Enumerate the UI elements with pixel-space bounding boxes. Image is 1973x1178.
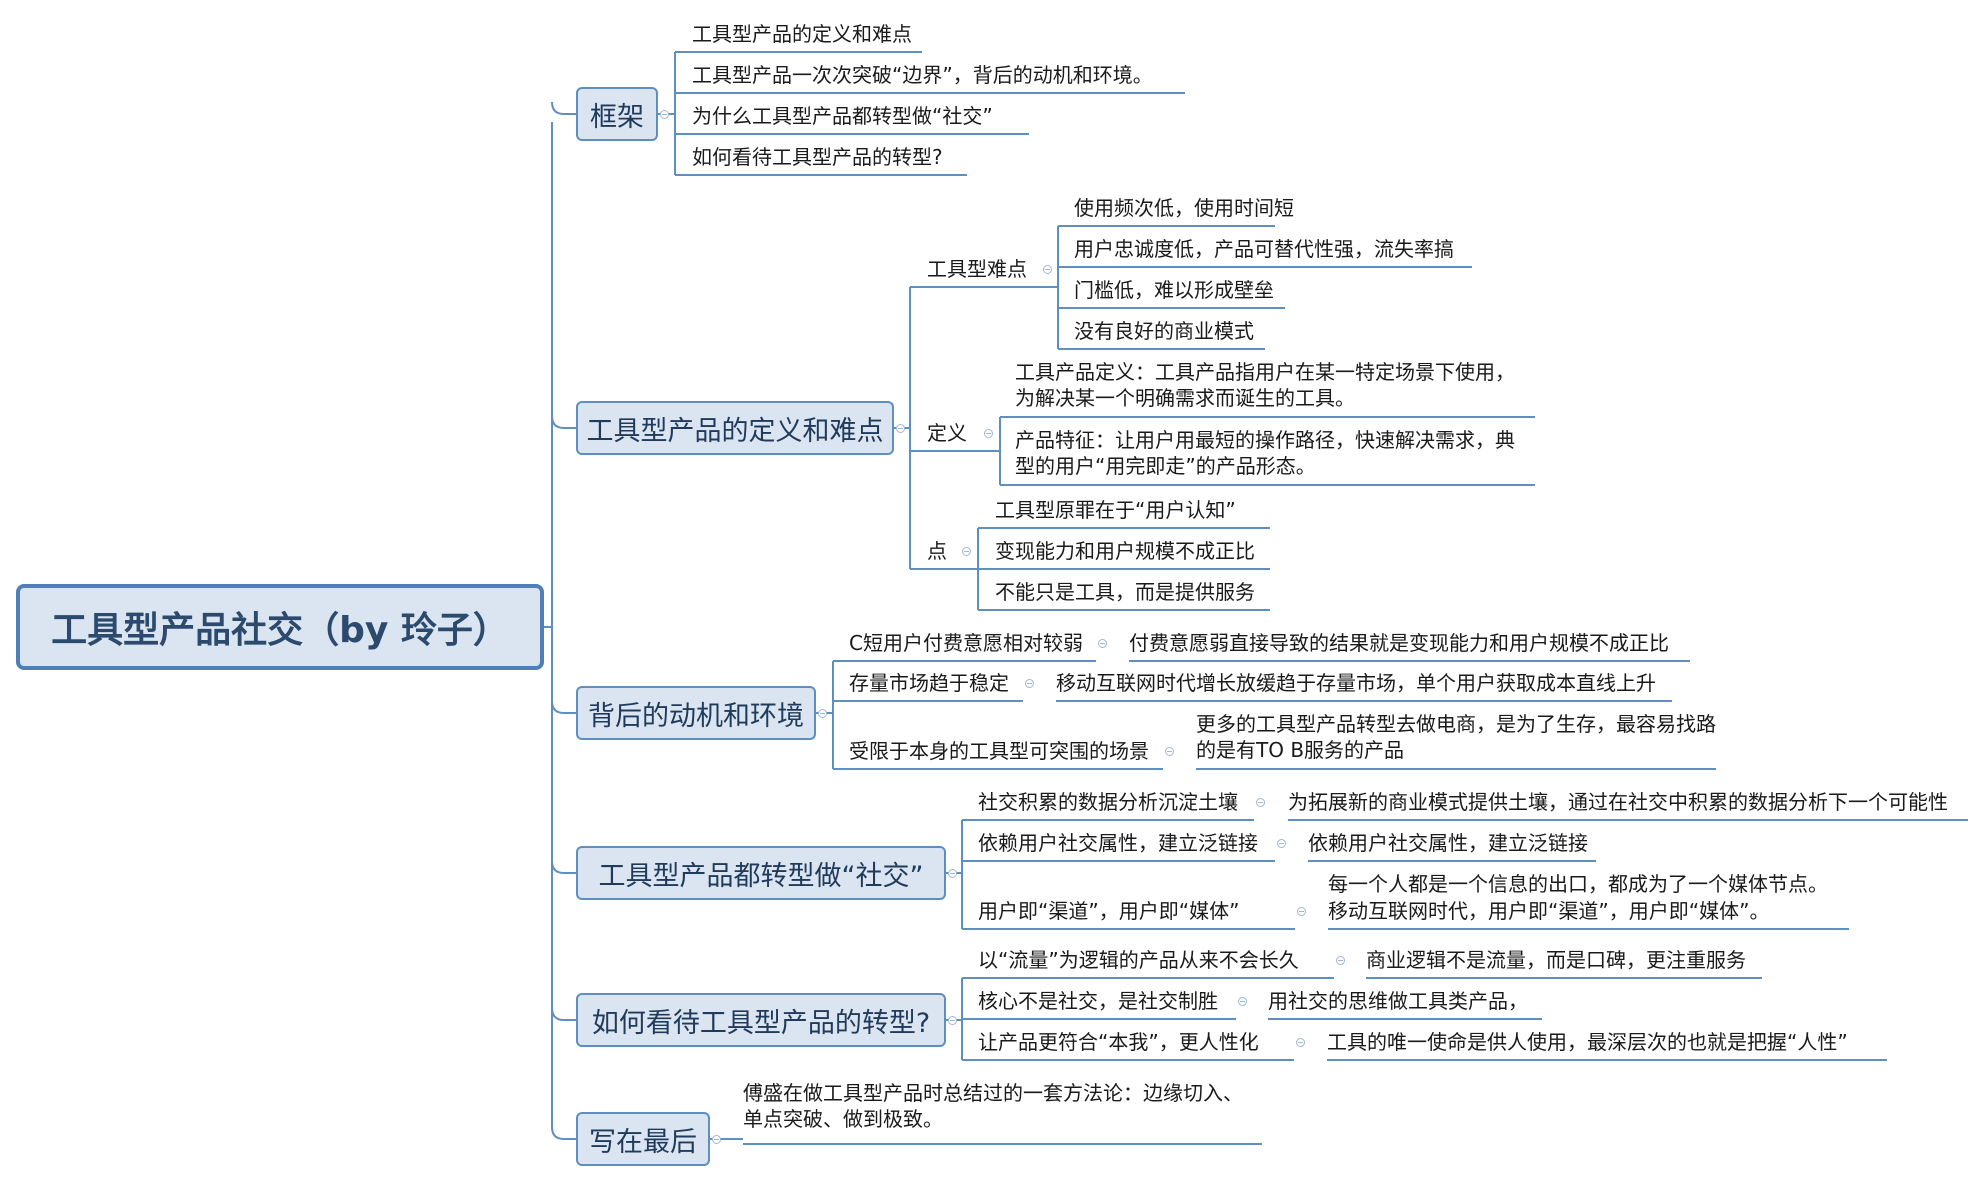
points-item-3[interactable]: 不能只是工具，而是提供服务: [995, 580, 1255, 604]
topic-link: [551, 860, 576, 874]
social-right-2[interactable]: 依赖用户社交属性，建立泛链接: [1308, 831, 1588, 855]
topic-motive[interactable]: 背后的动机和环境: [576, 686, 816, 740]
view-right-2[interactable]: 用社交的思维做工具类产品，: [1268, 989, 1528, 1013]
last-text[interactable]: 傅盛在做工具型产品时总结过的一套方法论：边缘切入、单点突破、做到极致。: [743, 1081, 1243, 1131]
social-right-1[interactable]: 为拓展新的商业模式提供土壤，通过在社交中积累的数据分析下一个可能性: [1288, 790, 1948, 814]
collapse-icon[interactable]: [984, 429, 993, 438]
collapse-icon[interactable]: [1043, 265, 1052, 274]
define-item-1[interactable]: 工具产品定义：工具产品指用户在某一特定场景下使用，为解决某一个明确需求而诞生的工…: [1015, 360, 1515, 410]
framework-item-1[interactable]: 工具型产品的定义和难点: [692, 22, 912, 46]
motive-left-2[interactable]: 存量市场趋于稳定: [849, 671, 1009, 695]
define-item-2[interactable]: 产品特征：让用户用最短的操作路径，快速解决需求，典型的用户“用完即走”的产品形态…: [1015, 428, 1515, 478]
framework-item-4[interactable]: 如何看待工具型产品的转型?: [692, 145, 943, 169]
motive-left-1[interactable]: C短用户付费意愿相对较弱: [849, 631, 1083, 655]
topic-last[interactable]: 写在最后: [576, 1112, 710, 1166]
collapse-icon[interactable]: [948, 1016, 957, 1025]
difficulty-item-3[interactable]: 门槛低，难以形成壁垒: [1074, 278, 1274, 302]
social-right-3a[interactable]: 每一个人都是一个信息的出口，都成为了一个媒体节点。: [1328, 872, 1828, 896]
view-right-1[interactable]: 商业逻辑不是流量，而是口碑，更注重服务: [1366, 948, 1746, 972]
social-left-3[interactable]: 用户即“渠道”，用户即“媒体”: [978, 899, 1240, 923]
collapse-icon[interactable]: [1296, 1038, 1305, 1047]
collapse-icon[interactable]: [896, 424, 905, 433]
collapse-icon[interactable]: [962, 547, 971, 556]
root-topic[interactable]: 工具型产品社交（by 玲子）: [16, 584, 544, 670]
difficulty-item-2[interactable]: 用户忠诚度低，产品可替代性强，流失率搞: [1074, 237, 1454, 261]
difficulty-item-1[interactable]: 使用频次低，使用时间短: [1074, 196, 1294, 220]
view-left-2[interactable]: 核心不是社交，是社交制胜: [978, 989, 1218, 1013]
view-left-3[interactable]: 让产品更符合“本我”，更人性化: [978, 1030, 1259, 1054]
collapse-icon[interactable]: [1025, 679, 1034, 688]
collapse-icon[interactable]: [1238, 997, 1247, 1006]
framework-item-3[interactable]: 为什么工具型产品都转型做“社交”: [692, 104, 993, 128]
topic-framework[interactable]: 框架: [576, 87, 658, 141]
topic-social[interactable]: 工具型产品都转型做“社交”: [576, 846, 946, 900]
points-label[interactable]: 点: [927, 539, 947, 563]
motive-right-1[interactable]: 付费意愿弱直接导致的结果就是变现能力和用户规模不成正比: [1129, 631, 1669, 655]
collapse-icon[interactable]: [1165, 747, 1174, 756]
topic-link: [551, 1007, 576, 1021]
topic-link: [551, 101, 576, 115]
social-left-1[interactable]: 社交积累的数据分析沉淀土壤: [978, 790, 1238, 814]
motive-right-2[interactable]: 移动互联网时代增长放缓趋于存量市场，单个用户获取成本直线上升: [1056, 671, 1656, 695]
topic-definition[interactable]: 工具型产品的定义和难点: [576, 401, 894, 455]
define-label[interactable]: 定义: [927, 421, 967, 445]
difficulty-item-4[interactable]: 没有良好的商业模式: [1074, 319, 1254, 343]
view-right-3[interactable]: 工具的唯一使命是供人使用，最深层次的也就是把握“人性”: [1327, 1030, 1848, 1054]
points-item-2[interactable]: 变现能力和用户规模不成正比: [995, 539, 1255, 563]
collapse-icon[interactable]: [660, 110, 669, 119]
topic-link: [551, 415, 576, 429]
topic-link: [551, 700, 576, 714]
collapse-icon[interactable]: [948, 869, 957, 878]
topic-link: [551, 1126, 576, 1140]
view-left-1[interactable]: 以“流量”为逻辑的产品从来不会长久: [978, 948, 1299, 972]
motive-right-3[interactable]: 更多的工具型产品转型去做电商，是为了生存，最容易找路的是有TO B服务的产品: [1196, 712, 1716, 762]
collapse-icon[interactable]: [1098, 639, 1107, 648]
difficulty-label[interactable]: 工具型难点: [927, 257, 1027, 281]
collapse-icon[interactable]: [712, 1135, 721, 1144]
social-right-3b[interactable]: 移动互联网时代，用户即“渠道”，用户即“媒体”。: [1328, 899, 1770, 923]
points-item-1[interactable]: 工具型原罪在于“用户认知”: [995, 498, 1236, 522]
social-left-2[interactable]: 依赖用户社交属性，建立泛链接: [978, 831, 1258, 855]
collapse-icon[interactable]: [1277, 839, 1286, 848]
collapse-icon[interactable]: [818, 709, 827, 718]
motive-left-3[interactable]: 受限于本身的工具型可突围的场景: [849, 739, 1149, 763]
collapse-icon[interactable]: [1297, 907, 1306, 916]
collapse-icon[interactable]: [1256, 798, 1265, 807]
topic-view[interactable]: 如何看待工具型产品的转型?: [576, 993, 946, 1047]
collapse-icon[interactable]: [1336, 956, 1345, 965]
framework-item-2[interactable]: 工具型产品一次次突破“边界”，背后的动机和环境。: [692, 63, 1153, 87]
